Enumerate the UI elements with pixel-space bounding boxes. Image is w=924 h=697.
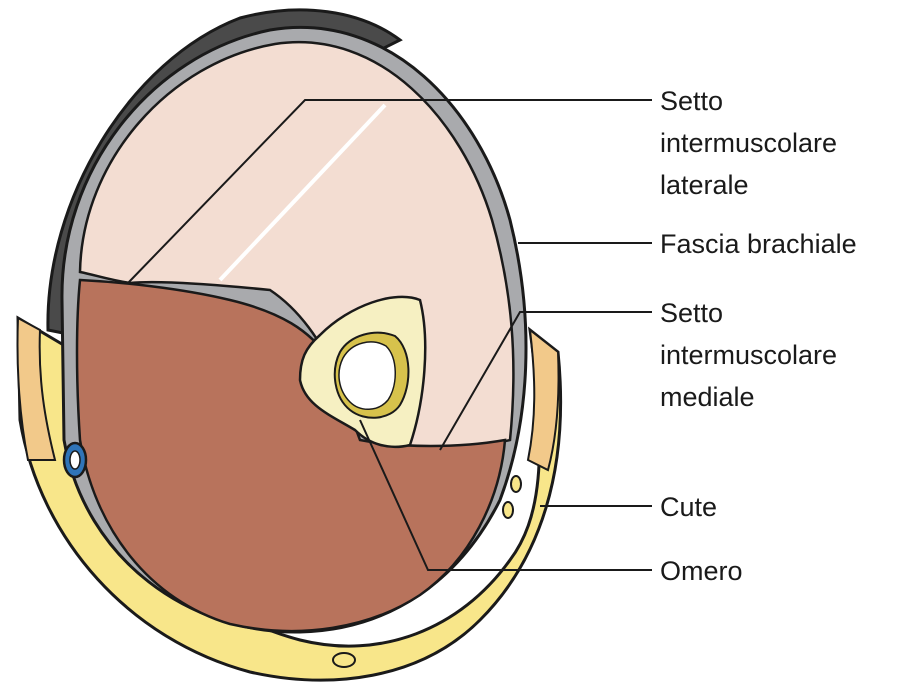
nerve-2-shape	[503, 502, 513, 518]
label-lateral-septum-line1: Setto	[660, 86, 723, 116]
label-medial-septum-line3: mediale	[660, 382, 755, 412]
label-brachial-fascia: Fascia brachiale	[660, 229, 857, 259]
humerus-marrow-cavity-shape	[339, 342, 395, 409]
label-lateral-septum: Setto intermuscolare laterale	[660, 86, 845, 200]
label-skin: Cute	[660, 492, 717, 522]
nerve-1-shape	[511, 476, 521, 492]
label-medial-septum-line1: Setto	[660, 298, 723, 328]
label-medial-septum: Setto intermuscolare mediale	[660, 298, 845, 412]
nerve-3-shape	[333, 653, 355, 667]
label-humerus: Omero	[660, 556, 743, 586]
label-medial-septum-line2: intermuscolare	[660, 340, 837, 370]
label-lateral-septum-line2: intermuscolare	[660, 128, 837, 158]
vessel-inner-shape	[70, 451, 80, 469]
label-lateral-septum-line3: laterale	[660, 170, 749, 200]
